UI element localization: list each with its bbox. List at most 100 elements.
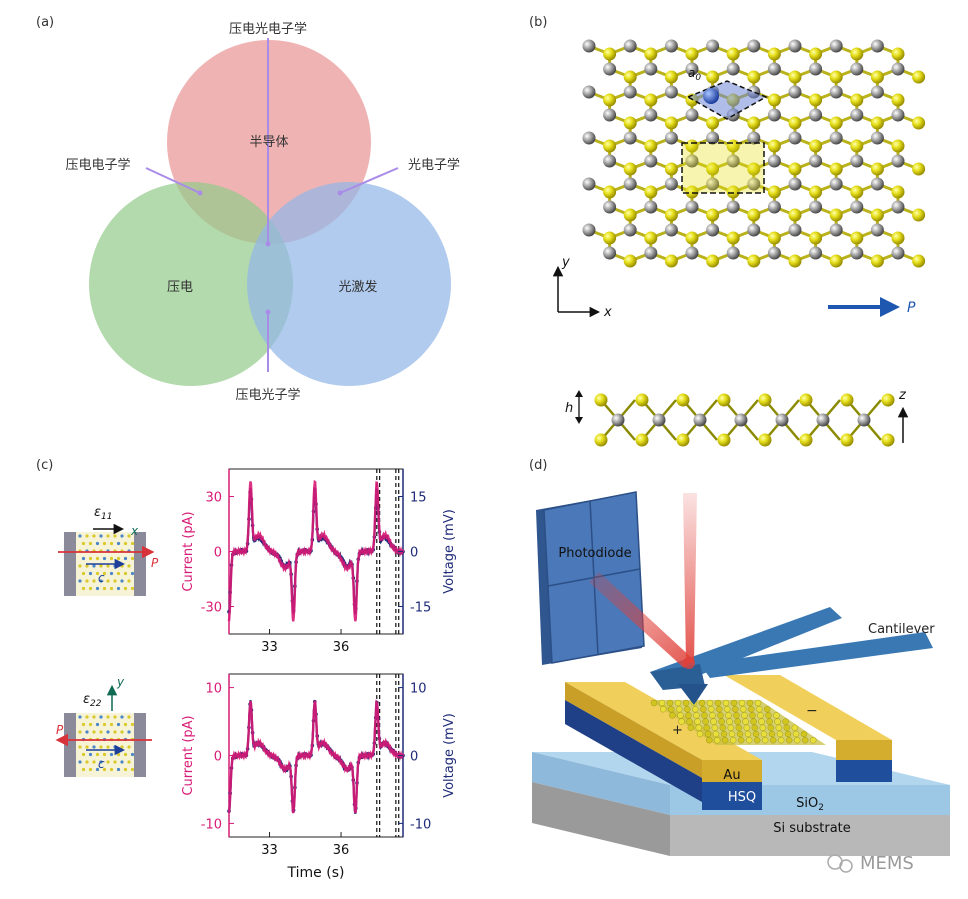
crystal-dot (130, 556, 135, 561)
metal-atom (809, 108, 823, 122)
chalcogen-atom (767, 231, 781, 245)
chalcogen-atom (664, 254, 678, 268)
crystal-dot (78, 715, 82, 719)
y-axis-label: y (561, 255, 570, 270)
right-au-front (836, 740, 892, 760)
height-label: h (565, 401, 573, 416)
chalcogen-atom (664, 116, 678, 130)
x-direction-label: x (130, 524, 139, 538)
flake-atom (722, 737, 729, 744)
flake-atom (686, 718, 693, 725)
crystal-dot (120, 564, 124, 568)
metal-atom (644, 62, 658, 76)
metal-atom (726, 200, 740, 214)
chalcogen-atom (603, 47, 617, 61)
metal-atom (685, 200, 699, 214)
metal-atom (891, 62, 905, 76)
panel-d-label: (d) (529, 458, 547, 473)
crystal-dot (127, 730, 131, 734)
metal-atom (623, 39, 637, 53)
left-hsq-side (565, 700, 702, 802)
flake-atom (706, 737, 713, 744)
crystal-dot (120, 730, 124, 734)
crystal-dot (85, 564, 89, 568)
crystal-dot (106, 745, 110, 749)
panel-a-venn: (a) 压电光电子学 半导体 压电电子学 光电子学 压电 光激发 压电光子学 (36, 15, 460, 403)
schematic-top-right-electrode (134, 532, 146, 596)
chalcogen-atom (788, 208, 802, 222)
flake-atom (742, 718, 749, 725)
minus-label: − (806, 703, 818, 719)
flake-atom (765, 712, 772, 719)
chalcogen-atom (747, 208, 761, 222)
chalcogen-atom (870, 254, 884, 268)
crystal-dot (102, 541, 107, 546)
crystal-dot (78, 745, 82, 749)
flake-atom (693, 712, 700, 719)
metal-atom (809, 200, 823, 214)
flake-atom (724, 706, 731, 713)
crystal-dot (106, 760, 110, 764)
flake-atom (770, 737, 777, 744)
y-axis-title: Current (pA) (181, 715, 196, 795)
metal-atom (644, 154, 658, 168)
flake-atom (733, 712, 740, 719)
crystal-dot (109, 722, 114, 727)
left-tick-label: -10 (201, 817, 222, 832)
flake-atom (696, 730, 704, 738)
chalcogen-atom (685, 231, 699, 245)
flake-atom (743, 724, 750, 731)
chalcogen-atom (912, 254, 926, 268)
crystal-dot (102, 556, 107, 561)
chalcogen-atom (788, 162, 802, 176)
crystal-dot (113, 564, 117, 568)
height-arrow-top (575, 390, 583, 397)
crystal-dot (127, 534, 131, 538)
flake-atom (778, 737, 785, 744)
metal-atom (747, 131, 761, 145)
chalcogen-atom (706, 208, 720, 222)
side-chalcogen-top (594, 393, 608, 407)
flake-atom (783, 724, 790, 731)
metal-atom (788, 39, 802, 53)
flake-atom (802, 737, 809, 744)
flake-atom (748, 706, 755, 713)
piezo-photonics-label: 压电光子学 (235, 387, 300, 403)
crystal-dot (81, 571, 86, 576)
flake-atom (720, 730, 728, 738)
crystal-dot (99, 715, 103, 719)
chalcogen-atom (706, 70, 720, 84)
metal-atom (809, 246, 823, 260)
crystal-dot (109, 767, 114, 772)
crystal-dot (95, 541, 100, 546)
crystal-dot (95, 752, 100, 757)
left-tick-label: 10 (205, 682, 222, 697)
flake-atom (711, 724, 718, 731)
chalcogen-atom (829, 116, 843, 130)
crystal-dot (113, 730, 117, 734)
crystal-dot (127, 579, 131, 583)
side-chalcogen-bottom (799, 433, 813, 447)
c-axis-bottom-label: c (98, 757, 105, 771)
crystal-dot (85, 730, 89, 734)
chalcogen-atom (644, 185, 658, 199)
side-chalcogen-bottom (758, 433, 772, 447)
flake-atom (674, 699, 682, 707)
side-chalcogen-bottom (635, 433, 649, 447)
metal-atom (603, 246, 617, 260)
flake-atom (752, 730, 760, 738)
flake-atom (750, 718, 757, 725)
flake-atom (676, 706, 683, 713)
flake-atom (741, 712, 748, 719)
flake-atom (677, 712, 684, 719)
flake-atom (738, 699, 746, 707)
piezo-label: 压电 (167, 280, 193, 295)
crystal-dot (123, 571, 128, 576)
strain-schematic-bottom: ε22 y P c (55, 675, 152, 777)
chalcogen-atom (891, 185, 905, 199)
metal-atom (870, 85, 884, 99)
metal-atom (809, 154, 823, 168)
flake-atom (714, 737, 721, 744)
crystal-dot (123, 586, 128, 591)
flake-atom (757, 712, 764, 719)
